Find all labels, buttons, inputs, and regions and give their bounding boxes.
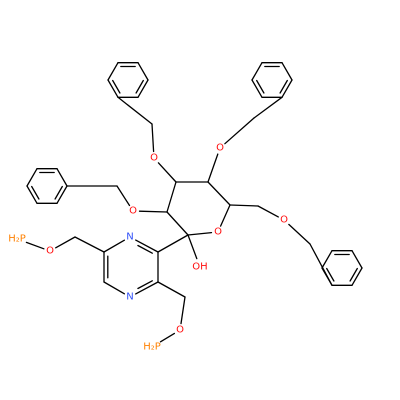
atom-label-layer: O O O O O OH N N O O H₂P H₂P — [8, 143, 288, 353]
bond-17-inner — [137, 244, 153, 254]
atom-label-o-benzyloxy-upper-left: O — [150, 153, 158, 164]
atom-label-o-benzyloxy-methyl: O — [280, 215, 288, 226]
bond-20 — [103, 281, 126, 295]
bond-50 — [56, 168, 68, 187]
bond-53 — [321, 267, 333, 286]
atom-label-o-benzyloxy-left: O — [129, 206, 137, 217]
bond-21-inner — [137, 280, 153, 290]
bond-3 — [207, 181, 231, 206]
bond-30 — [253, 96, 283, 119]
bond-47-inner — [31, 185, 40, 200]
bond-33-inner — [135, 79, 144, 94]
atom-label-ph2-bottom: H₂P — [143, 342, 161, 353]
bond-48 — [26, 168, 38, 187]
bond-21 — [135, 281, 159, 295]
bond-26 — [157, 281, 186, 298]
bond-4 — [219, 204, 231, 227]
bond-23 — [74, 236, 105, 253]
atom-label-n-top: N — [126, 232, 133, 243]
bond-45 — [56, 185, 68, 204]
bond-layer — [25, 62, 363, 343]
bond-54 — [321, 250, 333, 269]
bond-6 — [157, 162, 177, 183]
bond-18 — [103, 239, 126, 253]
atom-label-oh: OH — [192, 262, 207, 273]
bond-14 — [288, 223, 311, 245]
bond-39 — [281, 79, 293, 98]
bond-24 — [55, 236, 76, 249]
bond-45-inner — [54, 185, 63, 200]
bond-51 — [351, 267, 363, 286]
bond-36 — [107, 62, 119, 81]
bond-25 — [25, 241, 45, 250]
bond-8 — [207, 153, 219, 183]
bond-0 — [166, 211, 189, 236]
atom-label-o-benzyloxy-upper-right: O — [216, 143, 224, 154]
bond-41-inner — [256, 79, 265, 94]
bond-13 — [257, 205, 279, 218]
bond-35-inner — [112, 79, 121, 94]
bond-11 — [116, 185, 131, 207]
bond-15 — [187, 234, 198, 260]
bond-27 — [180, 296, 186, 325]
bond-33 — [137, 79, 149, 98]
bond-9 — [224, 117, 255, 145]
atom-label-ph2-left: H₂P — [8, 234, 26, 245]
bond-5 — [187, 231, 213, 236]
bond-53-inner — [326, 267, 335, 282]
atom-label-o-ring: O — [214, 227, 222, 238]
bond-17 — [135, 239, 159, 253]
bond-38 — [137, 62, 149, 81]
bond-44 — [281, 62, 293, 81]
bond-10 — [138, 210, 168, 213]
bond-39-inner — [279, 79, 288, 94]
atom-label-o-phosphino-left: O — [46, 246, 54, 257]
bond-51-inner — [349, 267, 358, 282]
bond-56 — [351, 250, 363, 269]
bond-1 — [166, 181, 177, 213]
bond-47 — [26, 185, 38, 204]
bond-29 — [117, 96, 153, 125]
atom-label-n-bottom: N — [126, 292, 133, 303]
bond-35 — [107, 79, 119, 98]
bond-12 — [229, 204, 259, 207]
bond-28 — [159, 332, 176, 343]
bond-41 — [251, 79, 263, 98]
bond-7 — [151, 123, 155, 153]
bond-16 — [157, 234, 189, 253]
bond-42 — [251, 62, 263, 81]
atom-label-o-phosphino-bottom: O — [176, 325, 184, 336]
